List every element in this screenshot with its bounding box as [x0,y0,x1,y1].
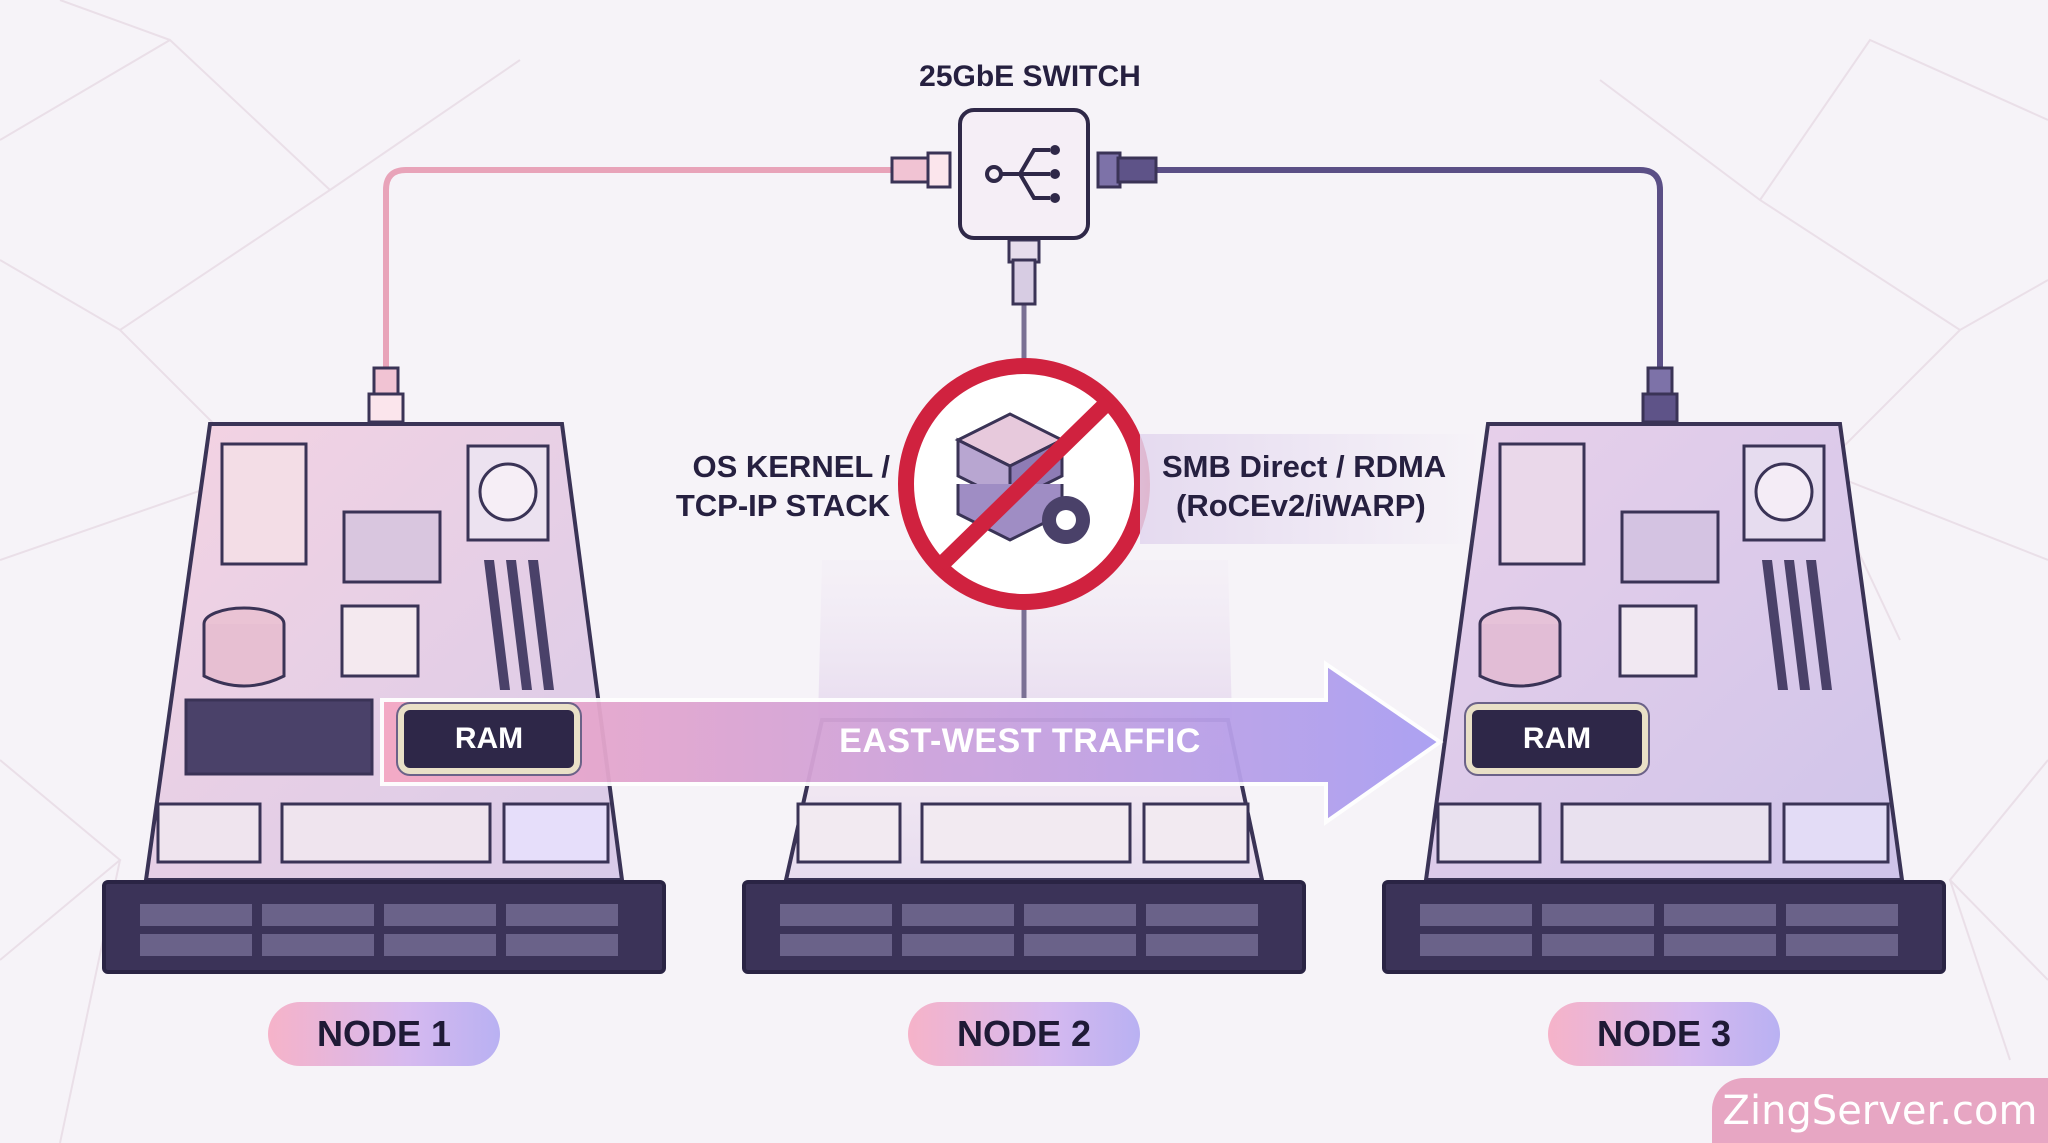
cable-node3-switch [1148,167,1663,378]
cable-node1-switch [383,167,900,378]
prohibited-cpu-icon [898,358,1150,610]
east-west-traffic-label: EAST-WEST TRAFFIC [839,722,1201,760]
node-3-label: NODE 3 [1548,1002,1780,1066]
rj45-connector-node1 [367,366,405,424]
watermark: ZingServer.com [1712,1078,2048,1143]
os-kernel-line2: TCP-IP STACK [675,488,890,523]
os-kernel-line1: OS KERNEL / [692,449,890,484]
rj45-connector-node3 [1641,366,1679,424]
rj45-connector-left [890,151,952,189]
switch-title: 25GbE SWITCH [919,60,1141,93]
network-switch-icon [958,108,1090,240]
east-west-traffic-arrow [380,660,1444,826]
os-kernel-label: OS KERNEL / TCP-IP STACK [640,447,890,525]
rdma-label: SMB Direct / RDMA (RoCEv2/iWARP) [1140,434,1480,544]
rdma-line1: SMB Direct / RDMA [1162,449,1447,484]
rj45-connector-bottom [1007,238,1041,306]
node-1-label: NODE 1 [268,1002,500,1066]
ram-module-node-3: RAM [1472,710,1642,768]
rdma-line2: (RoCEv2/iWARP) [1176,488,1426,523]
node-2-label: NODE 2 [908,1002,1140,1066]
rj45-connector-right [1096,151,1158,189]
ram-module-node-1: RAM [404,710,574,768]
